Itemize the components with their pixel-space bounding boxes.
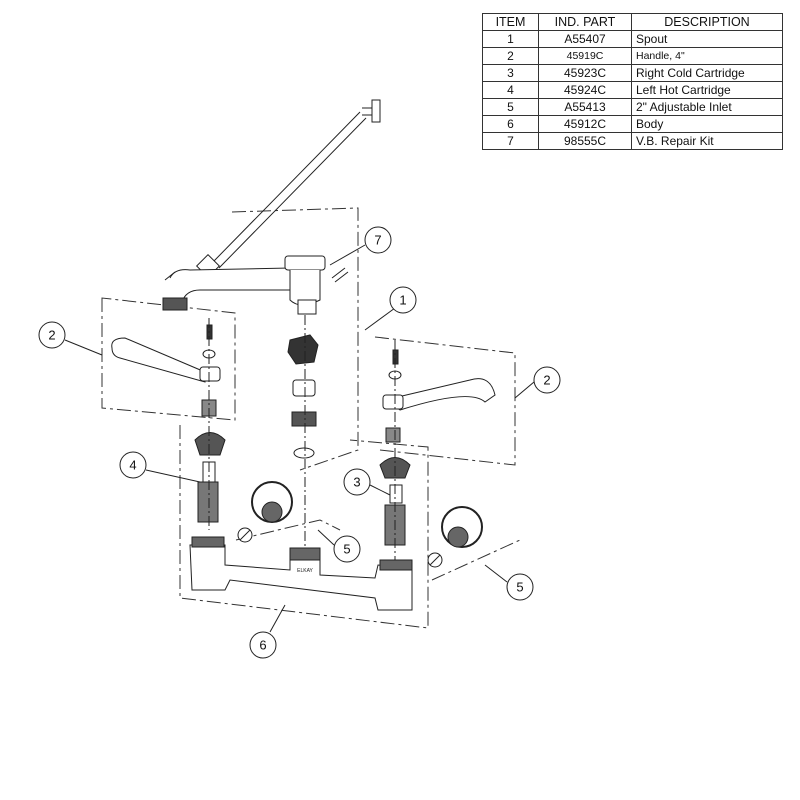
svg-text:2: 2	[48, 328, 55, 343]
body-brand-label: ELKAY	[297, 568, 313, 574]
svg-text:2: 2	[543, 373, 550, 388]
cell-description: V.B. Repair Kit	[631, 132, 783, 150]
svg-text:4: 4	[129, 458, 136, 473]
callout-2-left: 2	[38, 321, 66, 349]
cell-description: 2" Adjustable Inlet	[631, 98, 783, 116]
spout-support-rod	[195, 99, 381, 279]
vacuum-breaker-parts	[287, 315, 319, 560]
svg-text:3: 3	[353, 475, 360, 490]
callout-4: 4	[119, 451, 147, 479]
adjustable-inlets	[237, 481, 483, 568]
leader-lines	[64, 244, 535, 633]
right-handle	[379, 340, 496, 560]
svg-text:5: 5	[516, 580, 523, 595]
cell-part: 45912C	[538, 115, 632, 133]
callout-3: 3	[343, 468, 371, 496]
dashed-outlines	[101, 207, 521, 629]
left-handle	[111, 318, 226, 530]
svg-text:6: 6	[259, 638, 266, 653]
svg-text:5: 5	[343, 542, 350, 557]
callout-1: 1	[389, 286, 417, 314]
callouts: 7 1 2 2 4 3 5 5 6	[38, 226, 561, 659]
cell-part: 98555C	[538, 132, 632, 150]
callout-5-center: 5	[333, 535, 361, 563]
callout-7: 7	[364, 226, 392, 254]
svg-text:1: 1	[399, 293, 406, 308]
svg-text:7: 7	[374, 233, 381, 248]
spout	[162, 255, 349, 315]
cell-description: Handle, 4"	[631, 47, 783, 65]
faucet-body: ELKAY	[189, 536, 413, 611]
callout-2-right: 2	[533, 366, 561, 394]
cell-description: Left Hot Cartridge	[631, 81, 783, 99]
callout-6: 6	[249, 631, 277, 659]
callout-5-right: 5	[506, 573, 534, 601]
